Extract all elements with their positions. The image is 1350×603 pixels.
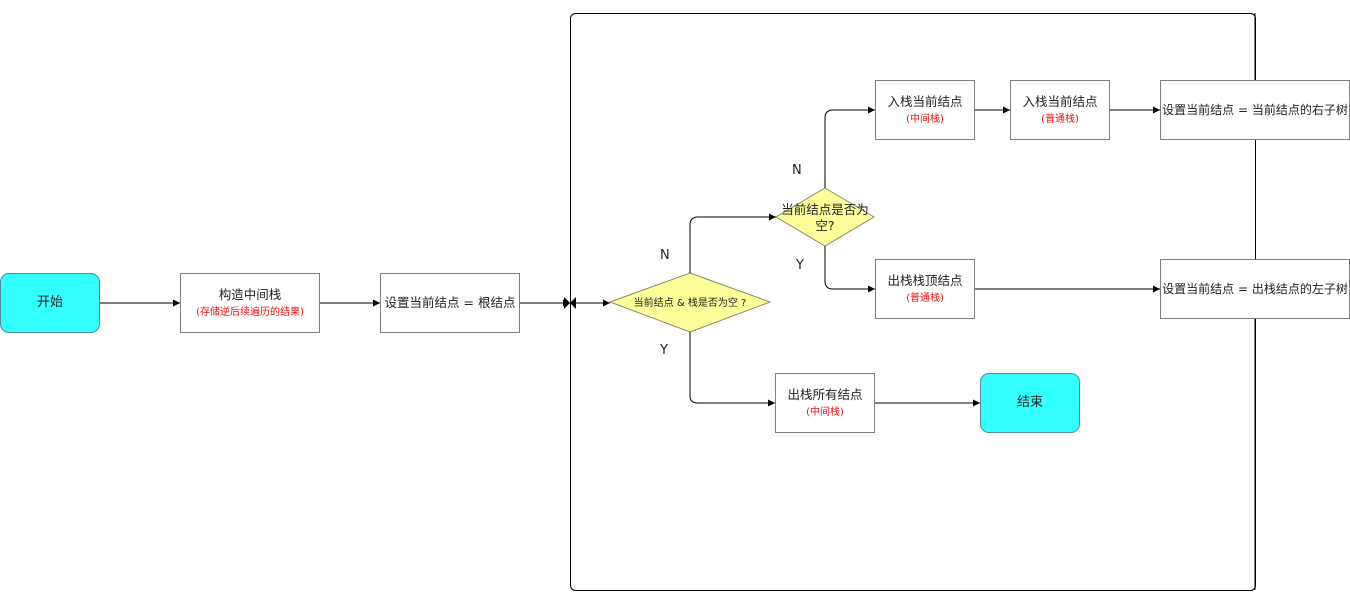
decision-main-label: 当前结点 & 栈是否为空 ? bbox=[633, 297, 747, 309]
edge-label-inner-y: Y bbox=[796, 258, 804, 273]
build-stack-label: 构造中间栈 bbox=[218, 286, 282, 302]
edge-label-main-y: Y bbox=[660, 343, 668, 358]
push-mid-node: 入栈当前结点 (中间栈) bbox=[875, 80, 975, 140]
push-normal-node: 入栈当前结点 (普通栈) bbox=[1010, 80, 1110, 140]
push-normal-note: (普通栈) bbox=[1041, 113, 1079, 125]
build-stack-node: 构造中间栈 (存储逆后续遍历的结果) bbox=[180, 273, 320, 333]
end-label: 结束 bbox=[1016, 395, 1043, 411]
edge-main-n bbox=[689, 213, 776, 273]
pop-top-note: (普通栈) bbox=[906, 292, 944, 304]
set-right-label: 设置当前结点 = 当前结点的右子树 bbox=[1162, 102, 1348, 117]
set-right-node: 设置当前结点 = 当前结点的右子树 bbox=[1160, 80, 1350, 140]
decision-inner-label: 当前结点是否为空? bbox=[781, 201, 869, 233]
pop-all-node: 出栈所有结点 (中间栈) bbox=[775, 373, 875, 433]
set-left-label: 设置当前结点 = 出栈结点的左子树 bbox=[1162, 281, 1348, 296]
pop-top-node: 出栈栈顶结点 (普通栈) bbox=[875, 259, 975, 319]
set-root-node: 设置当前结点 = 根结点 bbox=[380, 273, 520, 333]
edge-inner-y bbox=[824, 246, 875, 293]
loop-junction-arrow-right bbox=[570, 297, 576, 309]
edge-label-inner-n: N bbox=[792, 163, 802, 178]
set-left-node: 设置当前结点 = 出栈结点的左子树 bbox=[1160, 259, 1350, 319]
push-normal-label: 入栈当前结点 bbox=[1022, 93, 1098, 109]
push-mid-note: (中间栈) bbox=[906, 113, 944, 125]
edge-main-y bbox=[689, 332, 775, 407]
pop-top-label: 出栈栈顶结点 bbox=[887, 272, 963, 288]
loop-junction-arrow bbox=[564, 297, 570, 309]
pop-all-note: (中间栈) bbox=[806, 406, 844, 418]
end-node: 结束 bbox=[980, 373, 1080, 433]
push-mid-label: 入栈当前结点 bbox=[887, 93, 963, 109]
edge-inner-n bbox=[824, 106, 875, 188]
start-node: 开始 bbox=[0, 273, 100, 333]
pop-all-label: 出栈所有结点 bbox=[787, 386, 863, 402]
set-root-label: 设置当前结点 = 根结点 bbox=[384, 294, 516, 310]
start-label: 开始 bbox=[36, 295, 63, 311]
edge-label-main-n: N bbox=[660, 248, 670, 263]
build-stack-note: (存储逆后续遍历的结果) bbox=[196, 306, 304, 318]
